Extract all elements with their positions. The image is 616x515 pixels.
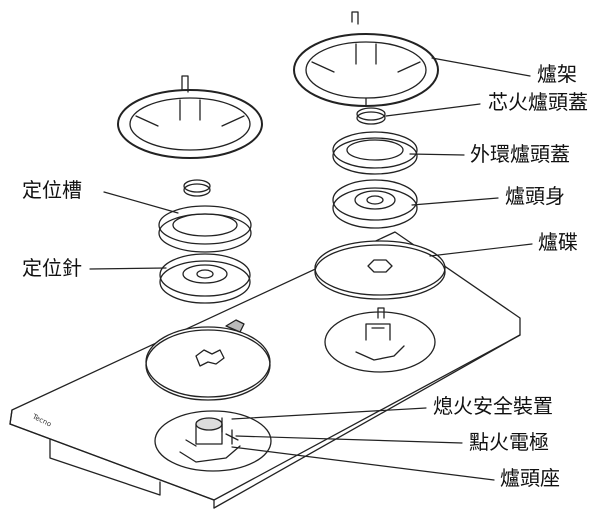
label-positioning-groove: 定位槽 bbox=[22, 178, 82, 202]
label-burner-tray: 爐碟 bbox=[538, 230, 578, 254]
right-burner-body bbox=[332, 179, 418, 229]
right-outer-cap bbox=[332, 131, 418, 175]
label-ignition-electrode: 點火電極 bbox=[469, 430, 549, 454]
right-inner-cap bbox=[356, 107, 386, 125]
label-inner-cap: 芯火爐頭蓋 bbox=[488, 90, 588, 114]
label-burner-base: 爐頭座 bbox=[500, 466, 560, 490]
right-burner-tray bbox=[314, 240, 446, 300]
right-grate bbox=[293, 11, 439, 107]
left-inner-cap bbox=[183, 179, 211, 197]
label-positioning-pin: 定位針 bbox=[22, 256, 82, 280]
leader-lines bbox=[89, 57, 533, 481]
left-grate bbox=[117, 75, 263, 159]
front-burner-base bbox=[154, 410, 272, 472]
left-burner-body bbox=[159, 253, 251, 304]
label-grate: 爐架 bbox=[537, 62, 577, 86]
label-outer-cap: 外環爐頭蓋 bbox=[470, 142, 570, 166]
left-burner-tray bbox=[145, 319, 271, 401]
label-flame-safety: 熄火安全裝置 bbox=[433, 394, 553, 418]
left-outer-cap bbox=[158, 205, 252, 253]
right-burner-opening bbox=[324, 307, 436, 373]
label-burner-body: 爐頭身 bbox=[505, 184, 565, 208]
